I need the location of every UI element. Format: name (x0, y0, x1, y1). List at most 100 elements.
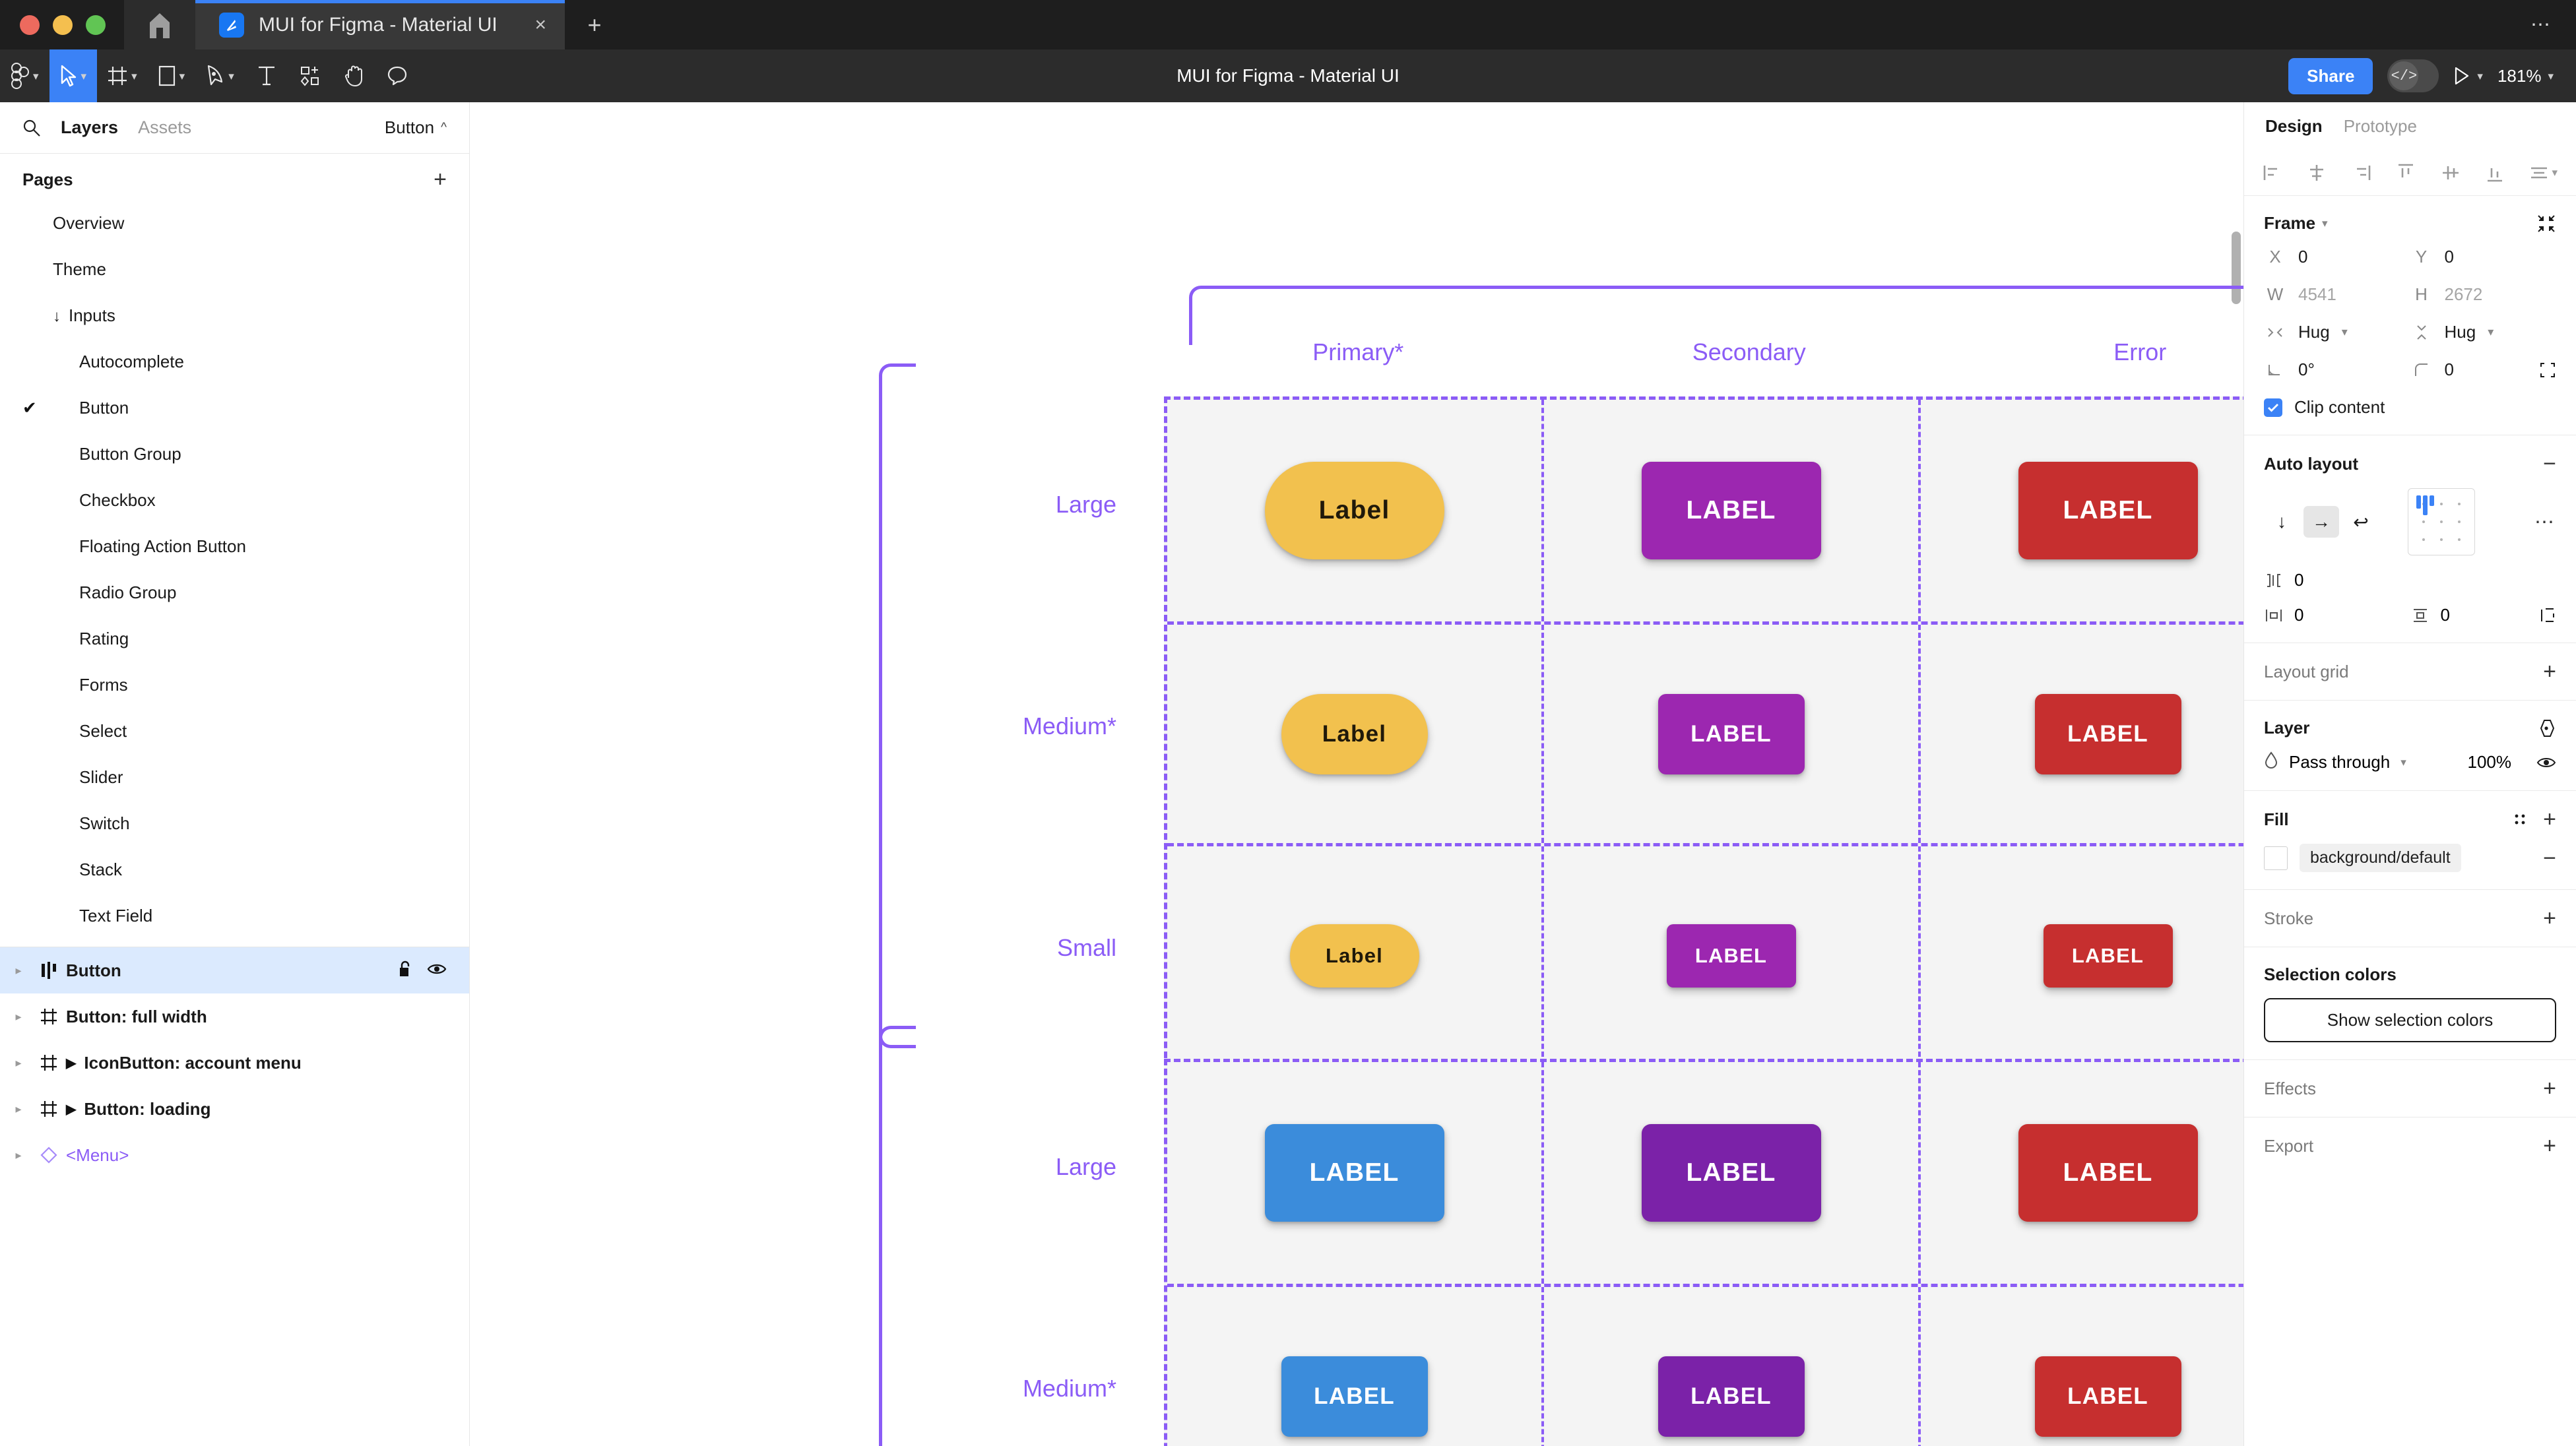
add-layout-grid-button[interactable]: + (2543, 659, 2556, 684)
page-item-slider[interactable]: Slider (0, 754, 469, 800)
direction-vertical-icon[interactable]: ↓ (2277, 511, 2286, 532)
resources-tool-icon[interactable] (288, 49, 332, 102)
expand-caret-icon[interactable]: ▸ (15, 1055, 22, 1069)
gap-field[interactable]: 0 (2264, 570, 2410, 590)
direction-wrap-icon[interactable]: ↩ (2353, 511, 2369, 532)
window-more-icon[interactable]: ⋯ (2530, 14, 2552, 36)
browser-tab[interactable]: MUI for Figma - Material UI × (195, 0, 565, 49)
show-selection-colors-button[interactable]: Show selection colors (2264, 998, 2556, 1042)
pen-tool-icon[interactable]: ▾ (195, 49, 245, 102)
design-button[interactable]: LABEL (1666, 924, 1796, 988)
design-button[interactable]: LABEL (1264, 1124, 1444, 1222)
design-button[interactable]: LABEL (2034, 1356, 2181, 1437)
vertical-padding-field[interactable]: 0 (2410, 605, 2557, 625)
fill-color-swatch[interactable] (2264, 846, 2288, 870)
zoom-control[interactable]: 181% ▾ (2497, 66, 2554, 86)
collapse-frame-icon[interactable] (2536, 214, 2556, 234)
maximize-window-button[interactable] (86, 15, 106, 35)
design-button[interactable]: LABEL (1658, 693, 1805, 774)
frame-resize-width[interactable]: Hug▾ (2264, 322, 2410, 342)
page-item-overview[interactable]: Overview (0, 200, 469, 246)
design-button[interactable]: LABEL (1641, 1124, 1821, 1222)
align-right-icon[interactable] (2352, 163, 2371, 183)
layer-opacity-value[interactable]: 100% (2467, 752, 2512, 772)
new-tab-button[interactable]: + (587, 11, 602, 38)
page-item-rating[interactable]: Rating (0, 615, 469, 662)
fill-styles-icon[interactable] (2511, 811, 2528, 828)
add-fill-button[interactable]: + (2543, 807, 2556, 832)
layer-row[interactable]: ▸Button (0, 947, 469, 993)
move-tool-icon[interactable]: ▾ (49, 49, 98, 102)
tab-assets[interactable]: Assets (138, 117, 192, 137)
add-effect-button[interactable]: + (2543, 1076, 2556, 1101)
layer-row[interactable]: ▸▶IconButton: account menu (0, 1040, 469, 1086)
frame-rotation[interactable]: 0° (2264, 360, 2410, 380)
page-item-inputs[interactable]: ↓Inputs (0, 292, 469, 338)
direction-horizontal-icon[interactable]: → (2303, 506, 2339, 538)
page-item-theme[interactable]: Theme (0, 246, 469, 292)
page-item-radio-group[interactable]: Radio Group (0, 569, 469, 615)
clip-content-checkbox[interactable] (2264, 398, 2282, 417)
page-item-autocomplete[interactable]: Autocomplete (0, 338, 469, 385)
add-export-button[interactable]: + (2543, 1133, 2556, 1158)
expand-caret-icon[interactable]: ▸ (15, 1102, 22, 1116)
page-item-switch[interactable]: Switch (0, 800, 469, 846)
search-icon[interactable] (22, 119, 41, 137)
horizontal-padding-field[interactable]: 0 (2264, 605, 2410, 625)
layer-visibility-icon[interactable] (2536, 755, 2556, 770)
design-button[interactable]: Label (1264, 462, 1444, 559)
page-item-button[interactable]: ✔Button (0, 385, 469, 431)
dev-mode-toggle[interactable]: </> (2387, 59, 2439, 92)
page-item-forms[interactable]: Forms (0, 662, 469, 708)
close-window-button[interactable] (20, 15, 40, 35)
shape-tool-icon[interactable]: ▾ (148, 49, 196, 102)
page-item-select[interactable]: Select (0, 708, 469, 754)
fill-token-name[interactable]: background/default (2300, 844, 2461, 872)
design-button[interactable]: LABEL (2018, 1124, 2198, 1222)
design-button[interactable]: LABEL (2018, 462, 2198, 559)
component-selector[interactable]: Button ^ (385, 117, 447, 138)
clip-content-row[interactable]: Clip content (2264, 397, 2556, 418)
comment-tool-icon[interactable] (375, 49, 419, 102)
align-bottom-icon[interactable] (2485, 163, 2505, 183)
layer-style-icon[interactable] (2536, 718, 2556, 738)
align-left-icon[interactable] (2263, 163, 2282, 183)
blend-mode-row[interactable]: Pass through ▾ 100% (2264, 751, 2556, 773)
individual-padding-icon[interactable] (2539, 607, 2556, 624)
eye-icon[interactable] (427, 962, 447, 979)
add-page-button[interactable]: + (434, 167, 447, 192)
text-tool-icon[interactable] (245, 49, 288, 102)
page-item-floating-action-button[interactable]: Floating Action Button (0, 523, 469, 569)
expand-caret-icon[interactable]: ▸ (15, 1148, 22, 1162)
design-button[interactable]: LABEL (1281, 1356, 1428, 1437)
layer-row[interactable]: ▸Button: full width (0, 993, 469, 1040)
layer-row[interactable]: ▸▶Button: loading (0, 1086, 469, 1132)
expand-caret-icon[interactable]: ▸ (15, 963, 22, 977)
page-item-checkbox[interactable]: Checkbox (0, 477, 469, 523)
design-button[interactable]: LABEL (2043, 924, 2173, 988)
align-horizontal-center-icon[interactable] (2307, 163, 2327, 183)
figma-menu-icon[interactable]: ▾ (0, 49, 49, 102)
lock-icon[interactable] (398, 960, 414, 981)
design-button[interactable]: LABEL (2034, 693, 2181, 774)
add-stroke-button[interactable]: + (2543, 906, 2556, 931)
close-tab-icon[interactable]: × (534, 13, 546, 36)
hand-tool-icon[interactable] (332, 49, 375, 102)
frame-corner-radius[interactable]: 0 (2410, 360, 2557, 380)
expand-caret-icon[interactable]: ▸ (15, 1009, 22, 1023)
design-button[interactable]: Label (1281, 693, 1428, 774)
page-item-button-group[interactable]: Button Group (0, 431, 469, 477)
tab-prototype[interactable]: Prototype (2343, 115, 2417, 136)
auto-layout-more-icon[interactable]: ⋯ (2534, 511, 2556, 533)
home-button[interactable] (124, 0, 195, 49)
alignment-pad[interactable] (2408, 488, 2475, 555)
align-vertical-center-icon[interactable] (2441, 163, 2461, 183)
frame-tool-icon[interactable]: ▾ (97, 49, 148, 102)
share-button[interactable]: Share (2288, 57, 2373, 94)
remove-auto-layout-button[interactable]: − (2543, 451, 2556, 476)
frame-resize-height[interactable]: Hug▾ (2410, 322, 2557, 342)
independent-corners-icon[interactable] (2539, 362, 2556, 379)
